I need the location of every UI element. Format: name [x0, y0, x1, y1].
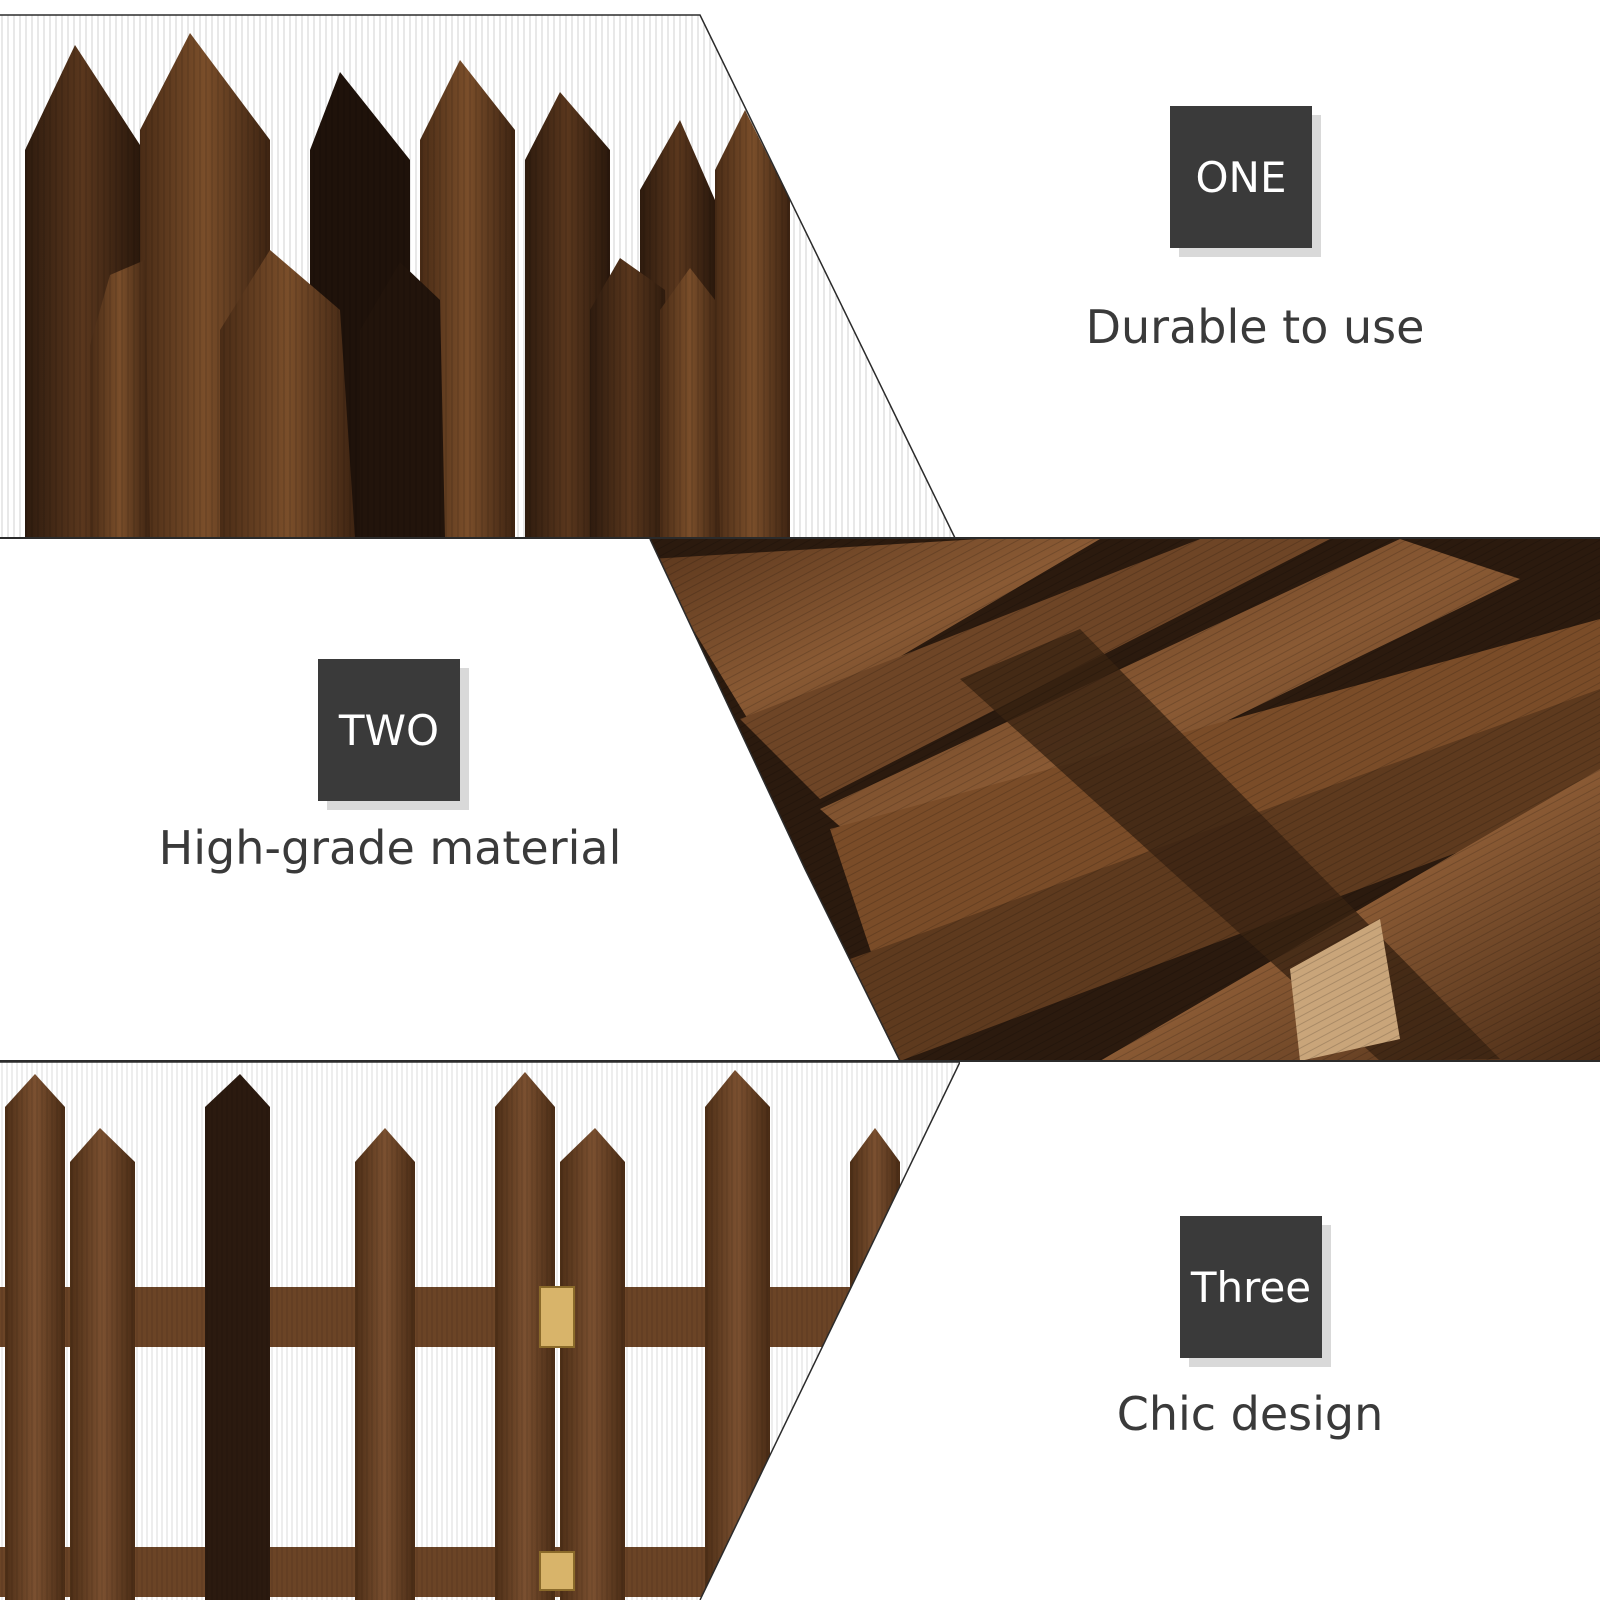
folded-fence-photo [649, 539, 1600, 1061]
feature-section-three: Three Chic design [0, 1062, 1600, 1600]
feature-section-one: ONE Durable to use [0, 0, 1600, 538]
badge-number-two: TWO [318, 659, 460, 801]
feature-caption-two: High-grade material [158, 821, 622, 875]
badge-number-three: Three [1180, 1216, 1322, 1358]
feature-caption-three: Chic design [1116, 1387, 1384, 1441]
picket-fence-photo [0, 1062, 960, 1600]
fence-pickets-photo [0, 14, 956, 538]
badge-number-one: ONE [1170, 106, 1312, 248]
section-divider [0, 537, 1600, 539]
feature-badge-two: TWO [318, 659, 469, 810]
section-divider [0, 1060, 1600, 1062]
feature-caption-one: Durable to use [1085, 300, 1425, 354]
feature-badge-three: Three [1180, 1216, 1331, 1367]
feature-section-two: TWO High-grade material [0, 539, 1600, 1061]
feature-badge-one: ONE [1170, 106, 1321, 257]
